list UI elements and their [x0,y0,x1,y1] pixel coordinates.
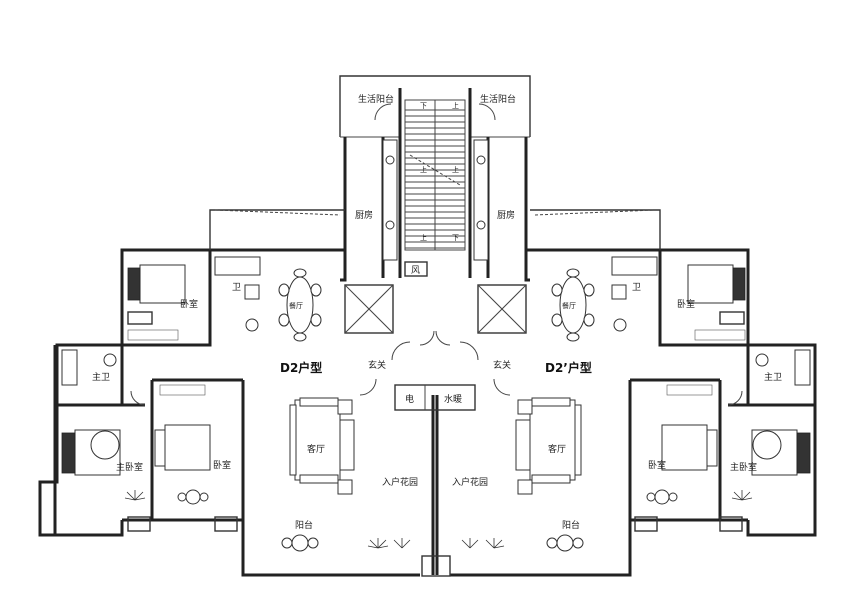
label-service-balcony-left: 生活阳台 [358,93,394,105]
label-garden-right: 入户花园 [452,476,488,488]
doors [130,103,743,406]
unit-type-left: D2户型 [280,360,322,375]
kitchen-counter-left [382,139,398,261]
vent-shaft [404,261,428,277]
label-balcony-right: 阳台 [562,519,580,531]
label-bedroom-left: 卧室 [213,459,231,471]
bed-right-second [661,384,718,471]
stair-mark-down-bottom: 下 [452,234,459,242]
label-electric: 电 [405,393,414,405]
dining-table-right [551,268,595,342]
label-water-heat: 水暖 [444,393,462,405]
label-master-bedroom-left: 主卧室 [116,461,143,473]
label-living-right: 客厅 [548,443,566,455]
stair-mark-up-left-mid: 上 [420,165,427,174]
bed-left-top [127,264,186,341]
label-bedroom-left-top: 卧室 [180,298,198,310]
label-master-bath-right: 主卫 [764,371,782,383]
elevator-right [477,284,527,334]
balcony-tables [177,489,678,552]
label-foyer-right: 玄关 [493,359,511,371]
ac-units [127,311,745,577]
label-bedroom-right: 卧室 [648,459,666,471]
bed-left-master [61,429,121,476]
label-dining-right: 餐厅 [562,301,576,310]
bath-fixtures [61,256,811,386]
outer-walls [38,75,817,577]
bed-right-top [687,264,746,341]
label-kitchen-left: 厨房 [355,209,373,221]
dining-table-left [278,268,322,342]
bed-right-master [751,429,811,476]
stair-mark-up-bottom: 上 [420,233,427,242]
label-bath-left: 卫 [232,283,241,293]
elevator-left [344,284,394,334]
label-bath-right: 卫 [632,283,641,293]
label-dining-left: 餐厅 [289,301,303,310]
label-vent: 风 [411,265,420,276]
label-master-bedroom-right: 主卧室 [730,461,757,473]
label-foyer-left: 玄关 [368,359,386,371]
label-bedroom-right-top: 卧室 [677,298,695,310]
label-master-bath-left: 主卫 [92,371,110,383]
label-garden-left: 入户花园 [382,476,418,488]
stair-mark-down-left: 下 [420,102,427,110]
living-set-right [515,397,582,495]
unit-type-right: D2’户型 [545,360,592,375]
bed-left-second [154,384,211,471]
stair-mark-up-right: 上 [452,101,459,110]
kitchen-counter-right [473,139,489,261]
label-kitchen-right: 厨房 [497,209,515,221]
plants [124,490,753,549]
stairwell [404,99,466,251]
stair-mark-up-right-mid: 上 [452,165,459,174]
label-service-balcony-right: 生活阳台 [480,93,516,105]
label-living-left: 客厅 [307,443,325,455]
living-set-left [289,397,355,495]
label-balcony-left: 阳台 [295,519,313,531]
